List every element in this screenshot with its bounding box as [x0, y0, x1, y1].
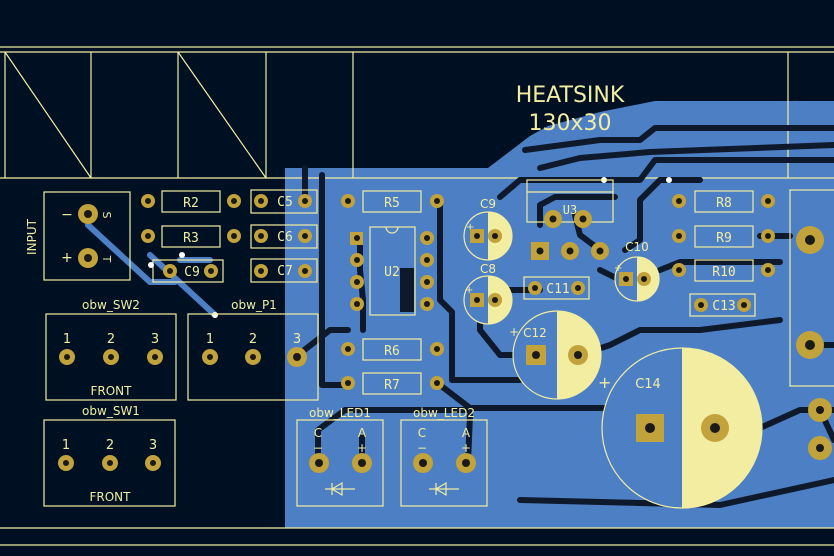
svg-text:1: 1 [206, 332, 214, 347]
svg-text:−: − [313, 441, 323, 455]
svg-text:obw_LED2: obw_LED2 [413, 406, 475, 420]
capacitor-c8: C8 + [463, 262, 513, 325]
svg-text:2: 2 [249, 332, 257, 347]
capacitor-c14: C14 + [598, 347, 763, 509]
resistor-r6: R6 [341, 338, 444, 361]
svg-text:obw_P1: obw_P1 [231, 298, 277, 312]
svg-text:R9: R9 [716, 231, 732, 246]
svg-text:U2: U2 [384, 265, 400, 280]
svg-text:C: C [314, 426, 322, 440]
regulator-u3: U3 [526, 179, 614, 260]
switch-sw2: obw_SW2 1 2 3 FRONT [45, 298, 177, 401]
resistor-r2: R2 [141, 190, 241, 213]
svg-text:1: 1 [62, 438, 70, 453]
svg-text:C: C [418, 426, 426, 440]
svg-text:C7: C7 [277, 264, 293, 279]
resistor-r5: R5 [341, 190, 444, 213]
capacitor-c5: C5 [250, 189, 318, 214]
resistor-r9: R9 [672, 225, 775, 248]
potentiometer-p1: obw_P1 1 2 3 [187, 298, 319, 401]
svg-text:C9: C9 [184, 265, 200, 280]
svg-text:U3: U3 [563, 203, 577, 217]
capacitor-c9: C9 + [463, 197, 513, 261]
svg-text:C14: C14 [635, 377, 661, 392]
input-plus-label: + [61, 250, 73, 266]
svg-text:obw_SW1: obw_SW1 [82, 404, 140, 418]
svg-text:+: + [614, 263, 622, 274]
led-2: obw_LED2 C A − + [400, 406, 488, 507]
svg-text:FRONT: FRONT [90, 490, 132, 504]
svg-text:C12: C12 [523, 326, 547, 340]
capacitor-c11: C11 [523, 276, 590, 300]
svg-text:3: 3 [149, 438, 157, 453]
input-label: INPUT [25, 218, 39, 255]
svg-text:obw_SW2: obw_SW2 [82, 298, 140, 312]
svg-text:C13: C13 [712, 299, 735, 314]
input-connector: INPUT − + S T [25, 191, 131, 281]
capacitor-c10: C10 + [614, 240, 660, 302]
svg-text:C6: C6 [277, 230, 293, 245]
capacitor-c13: C13 [689, 293, 756, 317]
heatsink-label: HEATSINK [516, 83, 625, 108]
svg-text:+: + [357, 441, 367, 455]
svg-text:+: + [461, 441, 471, 455]
ic-u2: U2 [350, 226, 434, 316]
u2-thermal-bar [400, 268, 414, 312]
svg-text:+: + [465, 285, 473, 296]
resistor-r10: R10 [672, 259, 775, 282]
svg-text:+: + [509, 325, 519, 339]
svg-text:3: 3 [151, 332, 159, 347]
capacitor-c9-left: C9 [152, 259, 224, 283]
svg-text:FRONT: FRONT [91, 384, 133, 398]
svg-text:2: 2 [107, 332, 115, 347]
svg-text:R2: R2 [183, 196, 199, 211]
svg-text:C11: C11 [546, 282, 569, 297]
capacitor-c7: C7 [250, 258, 318, 283]
resistor-r8: R8 [672, 190, 775, 213]
svg-text:−: − [417, 441, 427, 455]
resistor-r7: R7 [341, 372, 444, 395]
svg-text:C5: C5 [277, 195, 293, 210]
svg-text:2: 2 [106, 438, 114, 453]
led-1: obw_LED1 C A − + [296, 406, 384, 507]
svg-text:C8: C8 [480, 262, 496, 276]
resistor-r3: R3 [141, 225, 241, 248]
capacitor-c12: C12 + [509, 310, 602, 400]
svg-text:+: + [598, 373, 611, 392]
capacitor-c6: C6 [250, 224, 318, 249]
svg-text:C9: C9 [480, 197, 496, 211]
svg-text:R7: R7 [384, 378, 400, 393]
heatsink-size-label: 130x30 [528, 111, 611, 136]
input-minus-label: − [61, 207, 73, 223]
input-t-label: T [100, 255, 113, 263]
svg-text:R3: R3 [183, 231, 199, 246]
svg-text:3: 3 [293, 332, 301, 347]
switch-sw1: obw_SW1 1 2 3 FRONT [43, 404, 176, 507]
svg-text:R10: R10 [712, 265, 735, 280]
svg-text:A: A [462, 426, 471, 440]
svg-text:R8: R8 [716, 196, 732, 211]
svg-text:A: A [358, 426, 367, 440]
svg-text:R5: R5 [384, 196, 400, 211]
svg-text:+: + [466, 222, 474, 233]
svg-text:obw_LED1: obw_LED1 [309, 406, 371, 420]
svg-text:C10: C10 [625, 240, 649, 254]
svg-text:R6: R6 [384, 344, 400, 359]
svg-text:1: 1 [63, 332, 71, 347]
input-s-label: S [100, 212, 113, 219]
output-connector [789, 189, 834, 460]
